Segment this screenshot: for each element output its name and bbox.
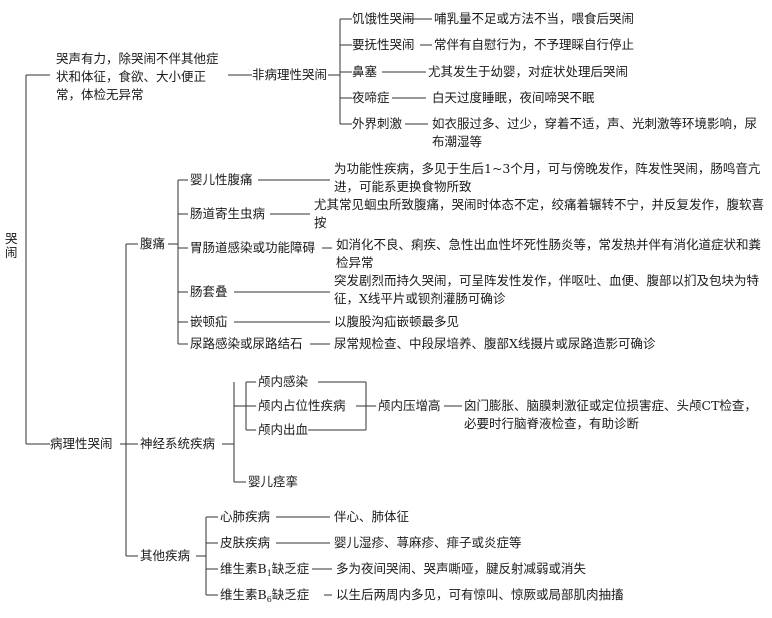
nonpath-item-label: 外界刺激	[352, 116, 403, 131]
neuro-item-label: 颅内感染	[258, 374, 309, 389]
neuro-node: 神经系统疾病	[140, 436, 216, 451]
other-item-desc: 多为夜间哭闹、哭声嘶哑，腱反射减弱或消失	[336, 561, 587, 576]
nonpath-item-desc: 如衣服过多、过少，穿着不适，声、光刺激等环境影响，尿布潮湿等	[432, 116, 758, 149]
nonpath-description: 哭声有力，除哭闹不伴其他症状和体征，食欲、大小便正常，体检无异常	[56, 51, 219, 102]
nonpath-item-desc: 常伴有自慰行为，不予理睬自行停止	[434, 37, 635, 52]
abd-item-label: 尿路感染或尿路结石	[190, 336, 303, 351]
abd-item-label: 婴儿性腹痛	[190, 172, 253, 187]
nonpath-item-label: 夜啼症	[352, 90, 390, 105]
nonpath-item-label: 鼻塞	[352, 64, 378, 79]
neuro-group-desc: 囟门膨胀、脑膜刺激征或定位损害症、头颅CT检查，必要时行脑脊液检查，有助诊断	[464, 398, 757, 431]
abd-item-label: 嵌顿疝	[190, 314, 228, 329]
nonpath-item-label: 饥饿性哭闹	[352, 11, 415, 26]
other-item-label: 皮肤疾病	[220, 535, 271, 550]
nonpath-item-desc: 尤其发生于幼婴，对症状处理后哭闹	[428, 64, 629, 79]
abd-item-desc: 突发剧烈而持久哭闹，可呈阵发性发作，伴呕吐、血便、腹部以扪及包块为特征，X线平片…	[334, 273, 760, 306]
neuro-item-label: 颅内占位性疾病	[258, 398, 346, 413]
neuro-item-label: 婴儿痉挛	[248, 474, 299, 489]
neuro-group-label: 颅内压增高	[378, 398, 441, 413]
nonpath-item-label: 要抚性哭闹	[352, 37, 415, 52]
root-node: 哭闹	[5, 231, 18, 260]
other-item-desc: 以生后两周内多见，可有惊叫、惊厥或局部肌肉抽搐	[336, 587, 624, 602]
other-item-label: 维生素B1缺乏症	[220, 561, 310, 578]
other-node: 其他疾病	[140, 548, 191, 563]
abd-item-label: 肠套叠	[190, 284, 228, 299]
abd-item-desc: 为功能性疾病，多见于生后1~3个月，可与傍晚发作，阵发性哭闹，肠鸣音亢进，可能系…	[334, 161, 761, 194]
abd-item-desc: 以腹股沟疝嵌顿最多见	[334, 314, 460, 329]
abd-item-label: 胃肠道感染或功能障碍	[190, 240, 316, 255]
path-node: 病理性哭闹	[50, 436, 113, 451]
abd-node: 腹痛	[140, 236, 166, 251]
abd-item-desc: 尤其常见蛔虫所致腹痛，哭闹时体态不定，绞痛着辗转不宁，并反复发作，腹软喜按	[314, 197, 765, 230]
nonpath-item-desc: 哺乳量不足或方法不当，喂食后哭闹	[434, 11, 635, 26]
neuro-item-label: 颅内出血	[258, 422, 309, 437]
abd-item-desc: 如消化不良、痢疾、急性出血性坏死性肠炎等，常发热并伴有消化道症状和粪检异常	[336, 237, 762, 270]
abd-item-desc: 尿常规检查、中段尿培养、腹部X线摄片或尿路造影可确诊	[334, 336, 656, 351]
nonpath-item-desc: 白天过度睡眠，夜间啼哭不眠	[432, 90, 595, 105]
abd-item-label: 肠道寄生虫病	[190, 206, 266, 221]
other-item-label: 心肺疾病	[220, 509, 271, 524]
other-item-label: 维生素B6缺乏症	[220, 587, 310, 604]
nonpath-node: 非病理性哭闹	[252, 67, 328, 82]
other-item-desc: 婴儿湿疹、荨麻疹、痱子或炎症等	[334, 535, 522, 550]
other-item-desc: 伴心、肺体征	[334, 509, 410, 524]
